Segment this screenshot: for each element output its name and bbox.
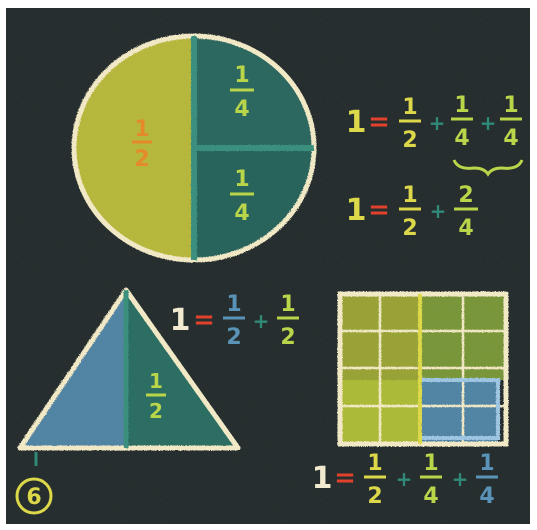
triangle-half-numerator: 1	[149, 369, 163, 393]
eq3-equals: =	[193, 305, 215, 335]
eq3-plus1: +	[253, 309, 270, 333]
eq3-t1-den: 2	[226, 325, 241, 350]
eq2-t1-num: 1	[402, 183, 417, 208]
eq1-lhs: 1	[346, 105, 367, 140]
eq2-t2-num: 2	[458, 183, 473, 208]
eq4-t2-den: 4	[423, 484, 438, 509]
square-quarter-blue	[420, 380, 498, 444]
eq3-t2-num: 1	[280, 292, 295, 317]
eq3-t2-den: 2	[280, 325, 295, 350]
eq1-t2-den: 4	[454, 126, 469, 151]
eq4-plus1: +	[396, 467, 413, 491]
chalkboard: 1 2 1 4 1 4 1 = 1 2 + 1 4 + 1 4 1 = 1 2 …	[6, 8, 530, 524]
eq2-t1-den: 2	[402, 216, 417, 241]
eq4-t3-den: 4	[479, 484, 494, 509]
eq2-plus1: +	[430, 199, 447, 223]
circle-quarter-top-numerator: 1	[234, 63, 249, 88]
eq4-t1-den: 2	[367, 484, 382, 509]
eq1-t1-num: 1	[402, 95, 417, 120]
circle-half-denominator: 2	[134, 147, 149, 172]
eq2-equals: =	[368, 195, 390, 225]
eq1-t1-den: 2	[402, 128, 417, 153]
eq4-t3-num: 1	[479, 451, 494, 476]
circle-quarter-top-denominator: 4	[234, 97, 249, 122]
page-number: 6	[26, 485, 41, 510]
eq1-t3-den: 4	[503, 126, 518, 151]
circle-half-numerator: 1	[134, 117, 149, 142]
eq2-t2-den: 4	[458, 216, 473, 241]
eq3-t1-num: 1	[226, 292, 241, 317]
eq1-plus2: +	[480, 111, 497, 135]
eq4-equals: =	[334, 463, 356, 493]
circle-quarter-bottom-numerator: 1	[234, 167, 249, 192]
circle-quarter-bottom-denominator: 4	[234, 201, 249, 226]
circle-figure	[74, 36, 314, 260]
eq1-plus1: +	[429, 111, 446, 135]
square-figure	[340, 294, 506, 444]
eq1-t2-num: 1	[454, 93, 469, 118]
eq3-lhs: 1	[170, 303, 191, 338]
eq4-lhs: 1	[312, 461, 333, 496]
eq1-t3-num: 1	[503, 93, 518, 118]
eq2-lhs: 1	[346, 193, 367, 228]
eq1-equals: =	[368, 107, 390, 137]
eq4-plus2: +	[452, 467, 469, 491]
triangle-half-denominator: 2	[149, 399, 163, 423]
eq4-t1-num: 1	[367, 451, 382, 476]
eq4-t2-num: 1	[423, 451, 438, 476]
